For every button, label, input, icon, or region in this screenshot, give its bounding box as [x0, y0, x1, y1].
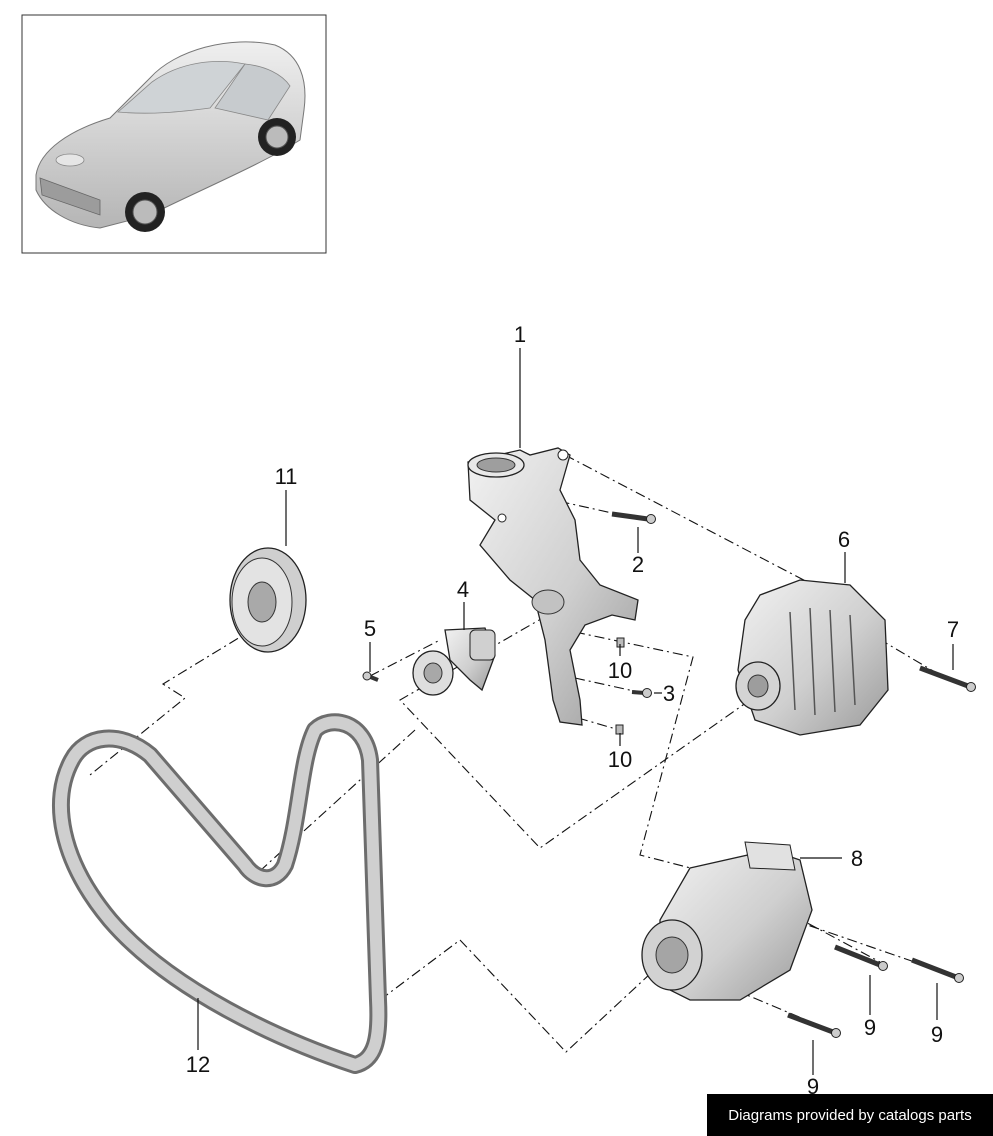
callout-12[interactable]: 12 [186, 1052, 210, 1077]
callout-9-b[interactable]: 9 [931, 1022, 943, 1047]
callout-10-b[interactable]: 10 [608, 747, 632, 772]
part-bolt-2 [611, 511, 656, 524]
part-nut-3 [631, 688, 652, 698]
callout-9-a[interactable]: 9 [864, 1015, 876, 1040]
callout-6[interactable]: 6 [838, 527, 850, 552]
callout-labels: 1 2 3 4 5 6 7 8 9 9 9 10 10 11 12 [186, 322, 959, 1099]
leader-lines [197, 348, 954, 1075]
part-belt [52, 713, 388, 1074]
callout-9-c[interactable]: 9 [807, 1074, 819, 1099]
callout-3[interactable]: 3 [663, 681, 675, 706]
part-alternator [735, 579, 889, 736]
callout-1[interactable]: 1 [514, 322, 526, 347]
callout-8[interactable]: 8 [851, 846, 863, 871]
part-compressor [641, 841, 813, 1001]
part-bracket [467, 447, 639, 726]
callout-10-a[interactable]: 10 [608, 658, 632, 683]
vehicle-thumbnail [21, 14, 327, 254]
callout-11[interactable]: 11 [275, 464, 298, 489]
part-tensioner [412, 627, 496, 696]
callout-5[interactable]: 5 [364, 616, 376, 641]
callout-7[interactable]: 7 [947, 617, 959, 642]
callout-2[interactable]: 2 [632, 552, 644, 577]
part-bolts-9 [787, 944, 964, 1038]
callout-4[interactable]: 4 [457, 577, 469, 602]
part-bolt-7 [919, 665, 976, 692]
part-bolt-5 [362, 671, 379, 682]
part-pulley [229, 547, 307, 653]
diagram-credit: Diagrams provided by catalogs parts [707, 1094, 993, 1136]
